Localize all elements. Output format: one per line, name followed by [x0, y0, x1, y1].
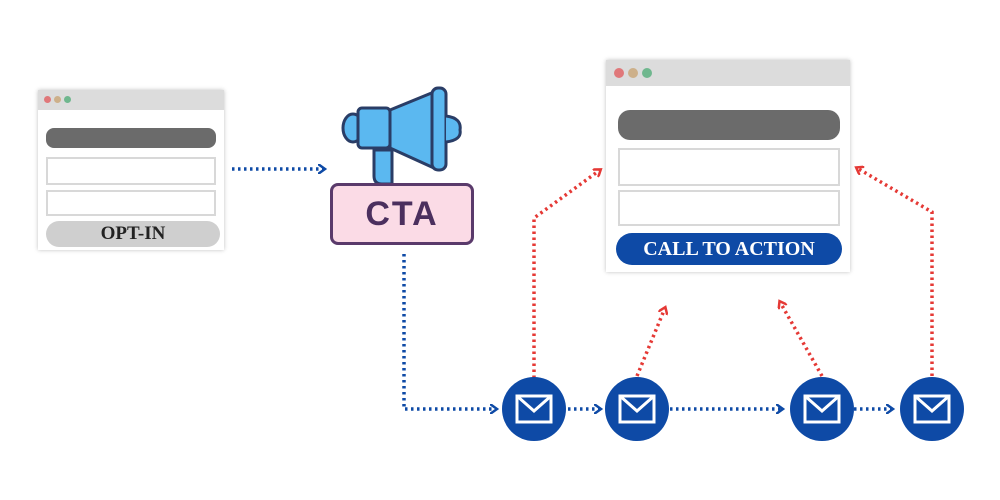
envelope-icon: [618, 394, 656, 424]
page-header-bar: [618, 110, 840, 140]
form-field-2[interactable]: [46, 190, 216, 216]
envelope-icon: [913, 394, 951, 424]
envelope-icon: [803, 394, 841, 424]
window-minimize-dot: [54, 96, 61, 103]
email-node-1: [502, 377, 566, 441]
window-title-bar: [606, 60, 850, 86]
window-maximize-dot: [64, 96, 71, 103]
window-close-dot: [614, 68, 624, 78]
email-node-2: [605, 377, 669, 441]
email2-response-arrow: [635, 308, 665, 377]
envelope-icon: [515, 394, 553, 424]
page-field-1[interactable]: [618, 148, 840, 186]
window-close-dot: [44, 96, 51, 103]
window-maximize-dot: [642, 68, 652, 78]
email-node-3: [790, 377, 854, 441]
window-minimize-dot: [628, 68, 638, 78]
megaphone-icon: [341, 86, 462, 186]
email3-response-arrow: [780, 302, 824, 377]
form-field-1[interactable]: [46, 157, 216, 185]
optin-button[interactable]: OPT-IN: [46, 221, 220, 247]
window-title-bar: [38, 90, 224, 110]
landing-page-window: CALL TO ACTION: [606, 60, 850, 272]
cta-to-email1-arrow: [402, 254, 496, 409]
call-to-action-button[interactable]: CALL TO ACTION: [616, 233, 842, 265]
email-node-4: [900, 377, 964, 441]
optin-form-window: OPT-IN: [38, 90, 224, 250]
page-field-2[interactable]: [618, 190, 840, 226]
email1-response-arrow: [532, 170, 600, 378]
cta-badge: CTA: [330, 183, 474, 245]
email4-response-arrow: [857, 168, 934, 376]
form-header-bar: [46, 128, 216, 148]
